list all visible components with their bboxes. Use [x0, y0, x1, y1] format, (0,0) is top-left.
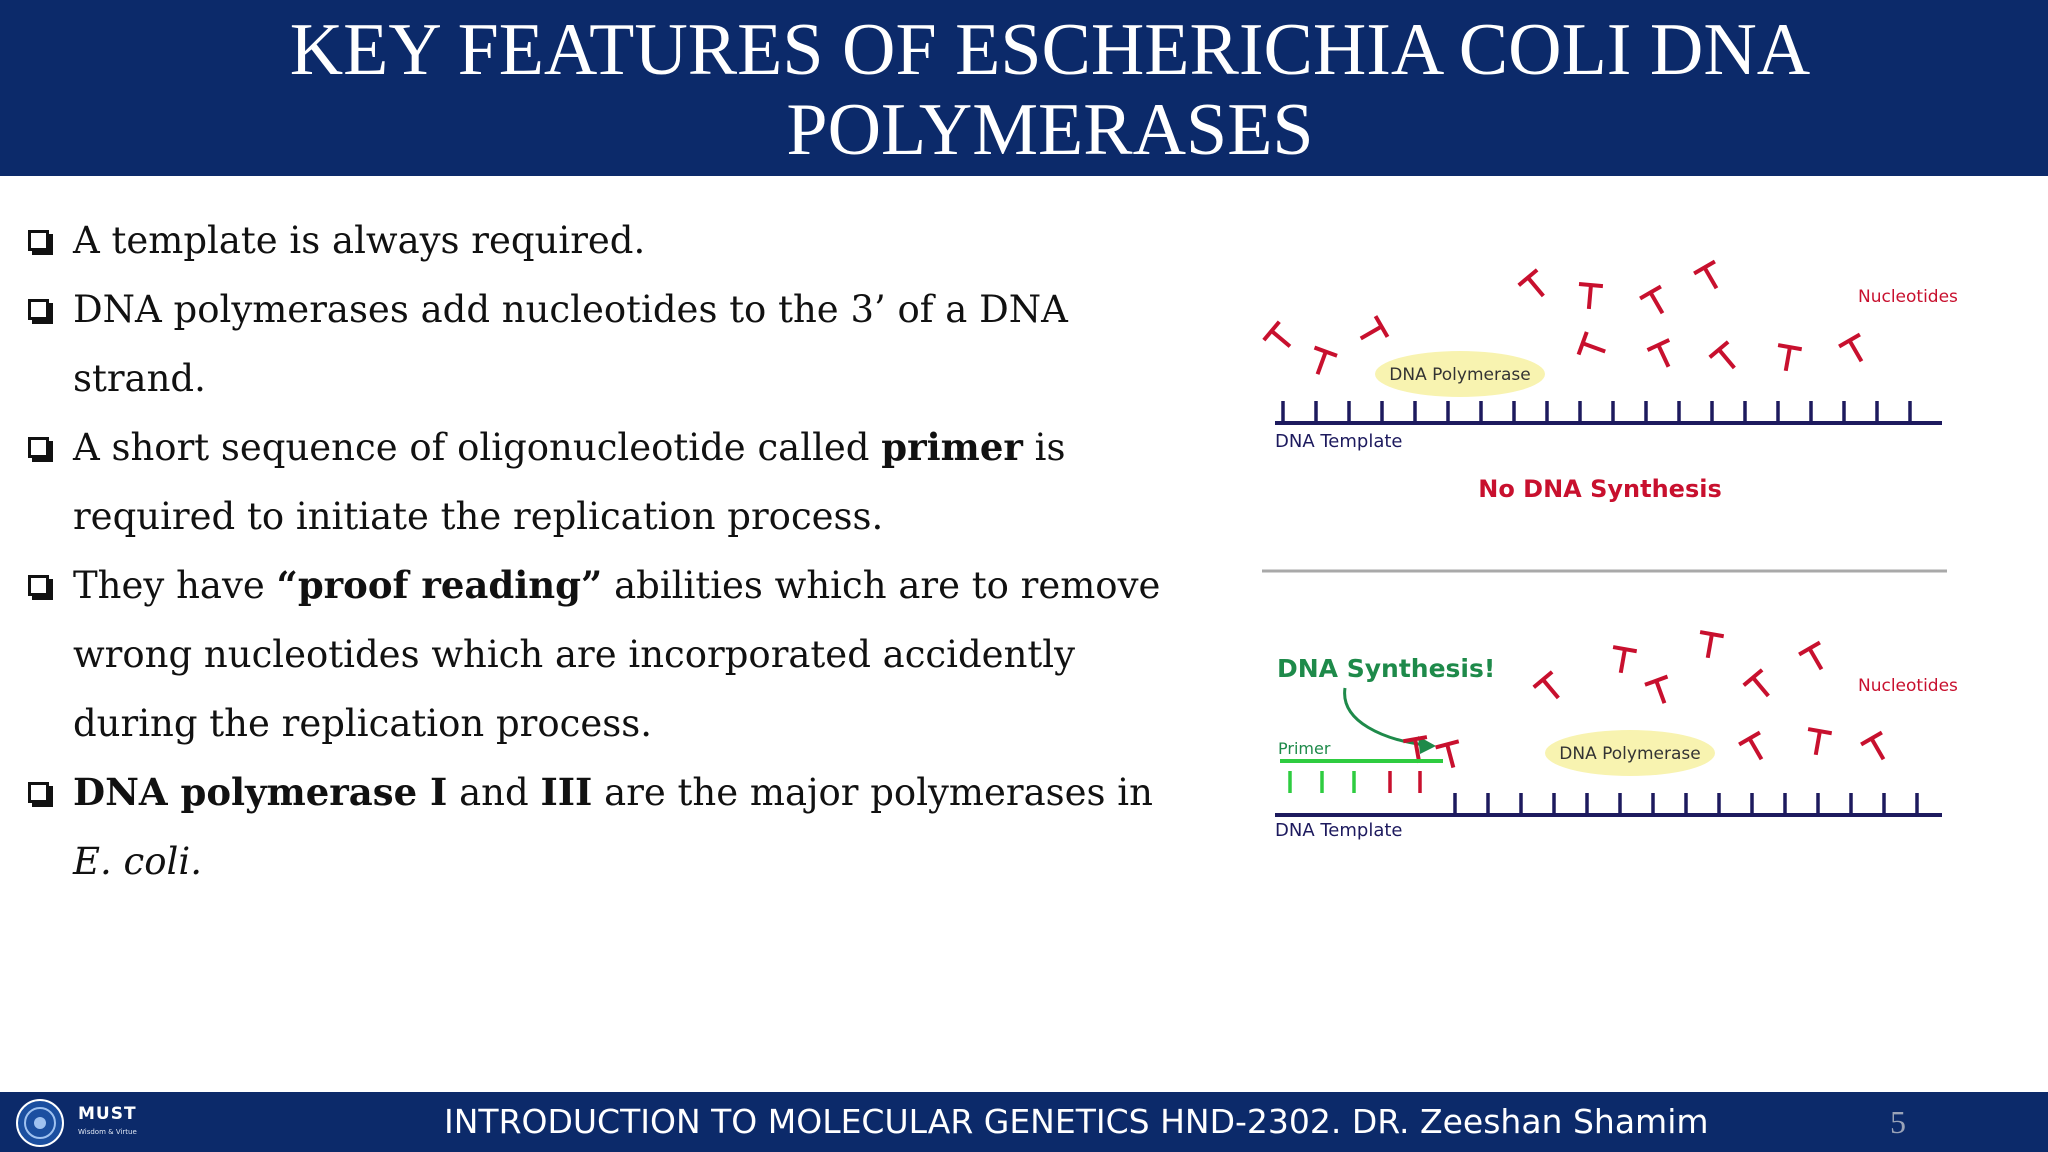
bullet-list: A template is always required. DNA polym…	[28, 206, 1188, 896]
bullet-item: They have “proof reading” abilities whic…	[28, 551, 1188, 758]
bullet-bold-text: “proof reading”	[276, 563, 603, 607]
nucleotide-icon	[1578, 282, 1604, 310]
bullet-text: They have	[73, 564, 277, 607]
polymerase-label: DNA Polymerase	[1559, 744, 1700, 764]
synthesis-arrow-icon	[1343, 687, 1426, 747]
page-number: 5	[1890, 1104, 1906, 1140]
nucleotide-icon	[1644, 674, 1669, 704]
nucleotide-icon	[1838, 332, 1864, 363]
nucleotide-icon	[1517, 268, 1545, 298]
template-label: DNA Template	[1275, 431, 1403, 452]
bullet-item: DNA polymerases add nucleotides to the 3…	[28, 275, 1188, 413]
bullet-item: A short sequence of oligonucleotide call…	[28, 413, 1188, 551]
footer-bar: MUST Wisdom & Virtue INTRODUCTION TO MOL…	[0, 1092, 2048, 1152]
bullet-text: A short sequence of oligonucleotide call…	[73, 426, 882, 469]
bullet-italic-text: E. coli.	[73, 840, 202, 883]
logo-text: MUST	[78, 1104, 137, 1124]
nucleotide-icon	[1532, 670, 1560, 700]
nucleotide-icon	[1576, 331, 1606, 356]
nucleotide-icon	[1612, 645, 1638, 674]
nucleotide-icon	[1798, 640, 1824, 671]
bullet-bold-text: III	[540, 770, 593, 814]
university-logo-icon	[16, 1099, 64, 1147]
dna-polymerase-figure: DNA Polymerase DNA Template Nucleotides …	[1262, 259, 1958, 841]
nucleotide-icon	[1708, 340, 1736, 370]
polymerase-ellipse	[1545, 730, 1715, 776]
polymerase-ellipse	[1375, 351, 1545, 397]
nucleotide-icon	[1262, 320, 1292, 348]
no-synthesis-label: No DNA Synthesis	[1478, 475, 1722, 503]
bullet-text: DNA polymerases add nucleotides to the 3…	[73, 288, 1068, 400]
bullet-text: A template is always required.	[73, 219, 646, 262]
nucleotide-icon	[1313, 345, 1338, 375]
checkbox-bullet-icon	[28, 575, 49, 596]
template-label: DNA Template	[1275, 820, 1403, 841]
primer-label: Primer	[1278, 739, 1331, 758]
checkbox-bullet-icon	[28, 782, 49, 803]
bullet-text: is required to initiate the replication …	[73, 426, 1066, 538]
slide-title: KEY FEATURES OF ESCHERICHIA COLI DNA POL…	[289, 9, 1811, 171]
nucleotides-label: Nucleotides	[1858, 287, 1958, 307]
nucleotide-icon	[1359, 315, 1390, 341]
nucleotide-icon	[1742, 668, 1770, 698]
nucleotide-icon	[1699, 630, 1725, 659]
bullet-item: A template is always required.	[28, 206, 1188, 275]
nucleotide-icon	[1777, 343, 1803, 372]
course-title: INTRODUCTION TO MOLECULAR GENETICS HND-2…	[444, 1102, 1709, 1141]
nucleotide-icon	[1435, 739, 1460, 769]
checkbox-bullet-icon	[28, 437, 49, 458]
bottom-nucleotides	[1402, 630, 1886, 769]
nucleotides-label: Nucleotides	[1858, 676, 1958, 696]
bullet-text: abilities which are to remove wrong nucl…	[73, 564, 1161, 745]
template-ticks	[1281, 401, 1912, 423]
template-ticks	[1288, 771, 1919, 815]
top-nucleotides	[1262, 259, 1864, 375]
bullet-bold-text: DNA polymerase I	[73, 770, 448, 814]
bottom-panel: DNA Synthesis! Primer DNA Polymerase Nuc…	[1275, 630, 1958, 841]
nucleotide-icon	[1860, 730, 1886, 761]
nucleotide-icon	[1639, 284, 1665, 315]
checkbox-bullet-icon	[28, 230, 49, 251]
bullet-bold-text: primer	[881, 425, 1023, 469]
polymerase-label: DNA Polymerase	[1389, 365, 1530, 385]
logo-tagline: Wisdom & Virtue	[78, 1128, 137, 1136]
nucleotide-icon	[1693, 259, 1719, 290]
bullet-text: are the major polymerases in	[592, 771, 1153, 814]
nucleotide-icon	[1738, 730, 1764, 761]
checkbox-bullet-icon	[28, 299, 49, 320]
title-bar: KEY FEATURES OF ESCHERICHIA COLI DNA POL…	[0, 0, 2048, 176]
nucleotide-icon	[1807, 727, 1833, 756]
nucleotide-icon	[1646, 338, 1671, 368]
nucleotide-icon	[1402, 735, 1428, 764]
bullet-text: and	[447, 771, 541, 814]
top-panel: DNA Polymerase DNA Template Nucleotides …	[1262, 259, 1958, 503]
arrowhead-icon	[1418, 736, 1436, 754]
synthesis-label: DNA Synthesis!	[1277, 654, 1495, 683]
bullet-item: DNA polymerase I and III are the major p…	[28, 758, 1188, 896]
